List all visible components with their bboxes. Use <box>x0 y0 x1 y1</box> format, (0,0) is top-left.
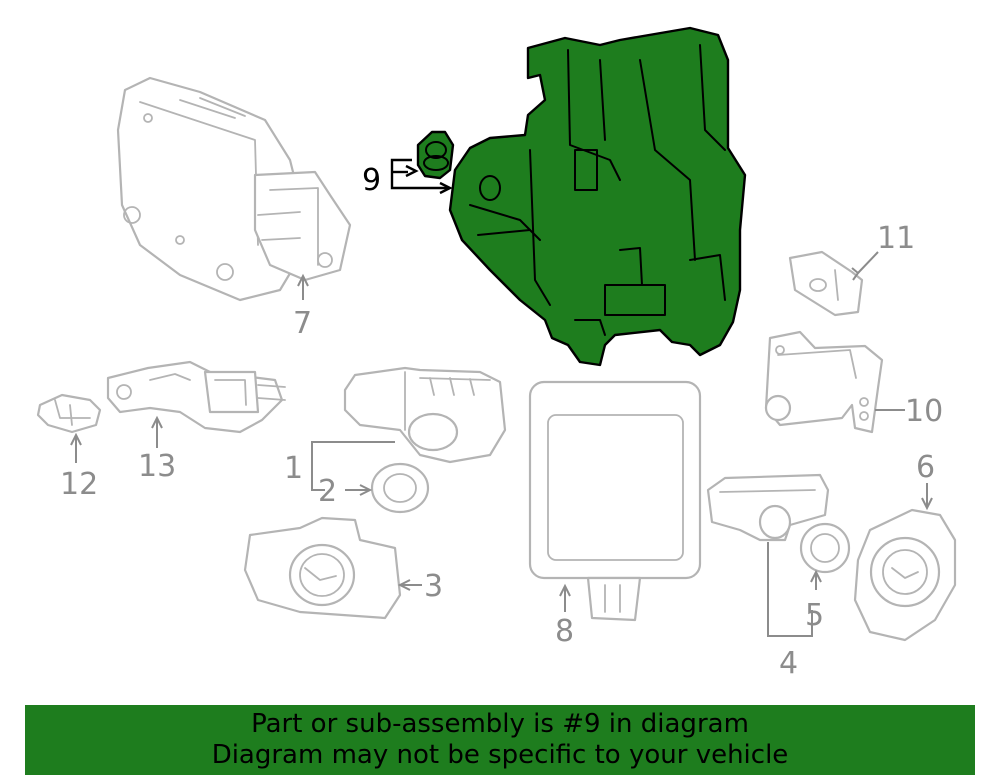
banner-line-1: Part or sub-assembly is #9 in diagram <box>251 709 749 739</box>
callout-4: 4 <box>779 646 798 681</box>
part-9-clip <box>416 130 455 180</box>
leader-1 <box>311 441 395 491</box>
part-3-bezel <box>243 516 402 620</box>
arrow-3 <box>397 579 411 591</box>
leader-9 <box>390 158 448 190</box>
callout-2: 2 <box>318 474 337 509</box>
arrow-8 <box>559 583 571 597</box>
arrow-13 <box>151 415 163 429</box>
callout-1: 1 <box>284 451 303 486</box>
info-banner: Part or sub-assembly is #9 in diagram Di… <box>25 705 975 775</box>
part-13-bracket <box>106 360 286 434</box>
arrow-2 <box>359 484 373 496</box>
part-9-bracket <box>448 26 747 367</box>
callout-13: 13 <box>138 449 176 484</box>
callout-3: 3 <box>424 569 443 604</box>
banner-line-2: Diagram may not be specific to your vehi… <box>211 740 789 770</box>
callout-7: 7 <box>293 306 312 341</box>
callout-10: 10 <box>905 394 943 429</box>
arrow-11 <box>851 267 860 281</box>
arrow-12 <box>70 432 82 446</box>
part-12-connector <box>36 393 102 434</box>
arrow-5 <box>810 569 822 583</box>
part-8-module <box>528 380 702 622</box>
parts-diagram: 7 11 10 12 13 <box>36 26 957 681</box>
part-10-camera <box>764 330 884 434</box>
part-7-module <box>116 76 352 302</box>
arrow-6 <box>921 497 933 511</box>
callout-9: 9 <box>362 163 381 198</box>
part-6-bezel <box>853 508 957 642</box>
callout-6: 6 <box>916 450 935 485</box>
part-1-sensor <box>343 366 507 464</box>
part-11-clip <box>788 250 864 317</box>
leader-11 <box>857 251 879 274</box>
part-2-ring <box>370 462 430 514</box>
callout-5: 5 <box>805 598 824 633</box>
arrow-9-bottom <box>439 181 453 195</box>
callout-12: 12 <box>60 467 98 502</box>
callout-8: 8 <box>555 614 574 649</box>
part-4-sensor <box>706 473 830 542</box>
arrow-7 <box>297 273 309 287</box>
part-5-ring <box>799 522 851 574</box>
arrow-9-top <box>405 164 419 178</box>
callout-11: 11 <box>877 221 915 256</box>
leader-4 <box>767 542 813 637</box>
